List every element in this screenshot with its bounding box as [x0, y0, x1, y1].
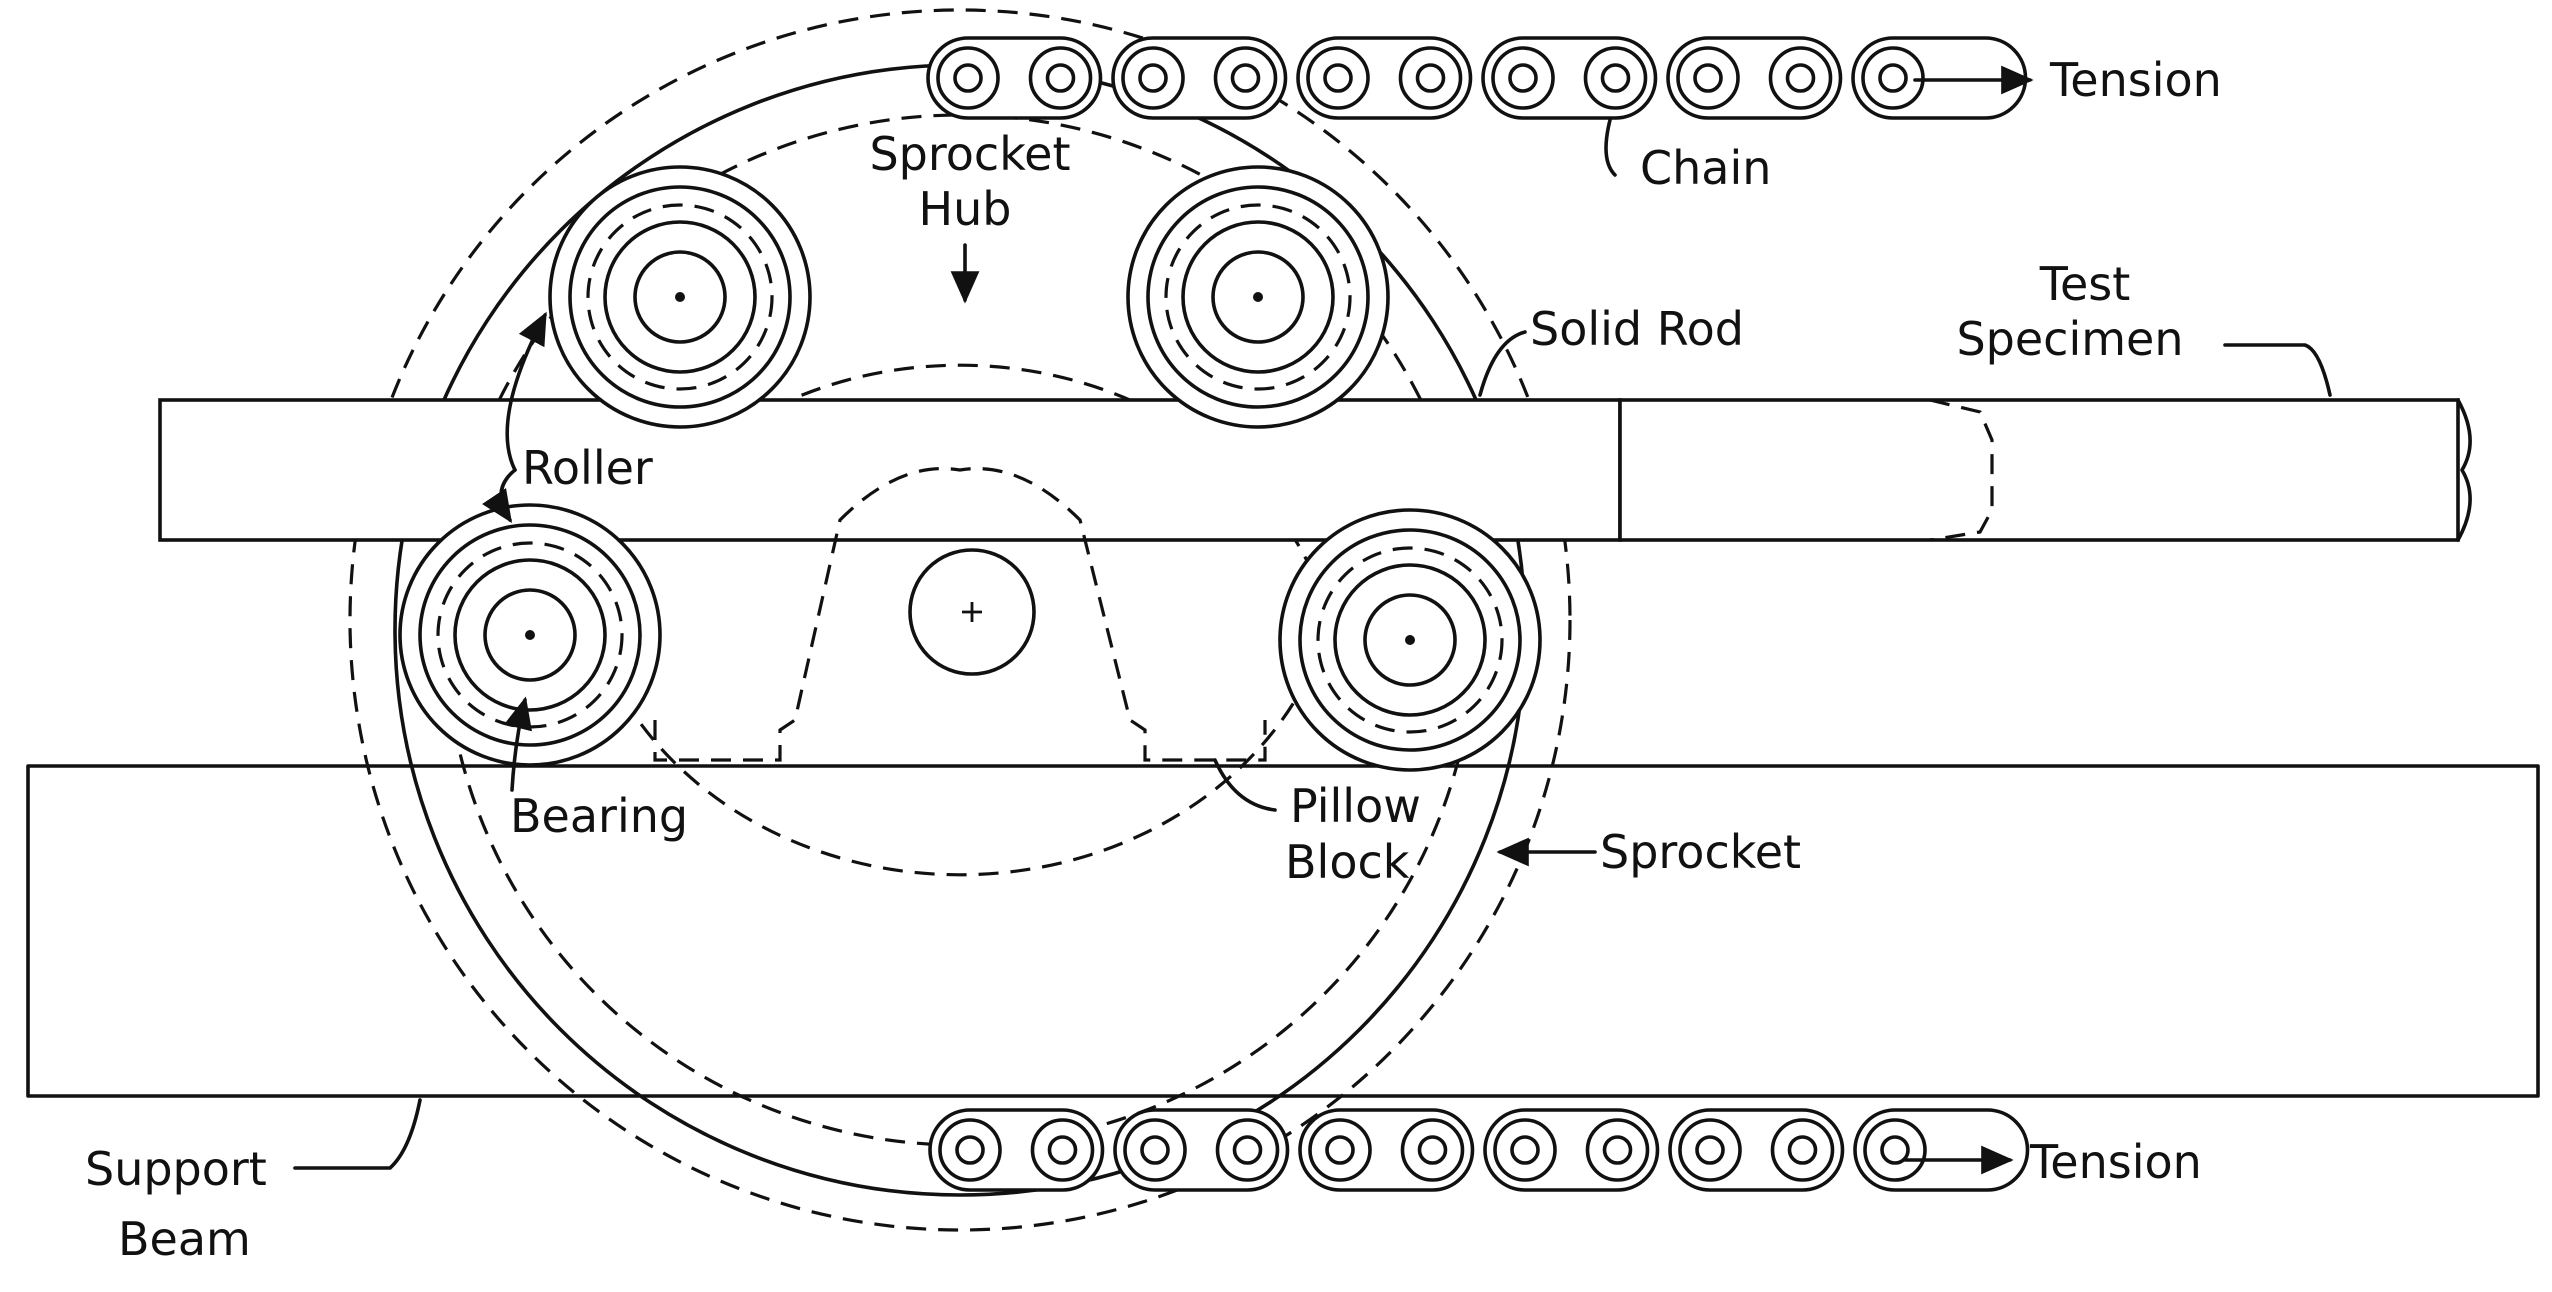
chain-roller	[936, 46, 1000, 110]
pillow-block	[653, 467, 1267, 762]
chain-roller	[1768, 46, 1833, 110]
chain-pin	[1602, 1135, 1633, 1165]
test-specimen	[1618, 398, 2460, 542]
hub-center	[908, 548, 1036, 676]
test-specimen-label-line2: Specimen	[1956, 312, 2183, 366]
roller-leader-up	[505, 311, 547, 472]
chain-link-plate	[1666, 36, 1843, 120]
chain-pin	[1510, 1135, 1540, 1165]
chain-roller	[1215, 1118, 1280, 1182]
chain-link-plate	[1298, 1108, 1475, 1192]
sprocket-outline-dashed	[348, 8, 1572, 1232]
chain-roller	[938, 1118, 1002, 1182]
support-beam-leader	[293, 1098, 422, 1170]
tension-top-label: Tension	[2049, 53, 2222, 107]
chain-pin	[1232, 1135, 1263, 1165]
chain-roller	[1121, 46, 1185, 110]
chain-pin	[1230, 63, 1261, 93]
chain-pin	[1045, 63, 1076, 93]
chain-link-plate	[926, 36, 1103, 120]
chain-roller	[1398, 46, 1463, 110]
chain-pin	[1047, 1135, 1078, 1165]
chain-pin	[1785, 63, 1816, 93]
chain-pin	[1878, 63, 1908, 93]
test-specimen-label-line1: Test	[2039, 257, 2131, 311]
roller-bottom-right	[1278, 508, 1542, 772]
chain-roller	[1585, 1118, 1650, 1182]
specimen-end-break	[2456, 398, 2472, 542]
tension-bottom-label: Tension	[2029, 1135, 2202, 1189]
chain-pin	[1138, 63, 1168, 93]
chain-roller	[1213, 46, 1278, 110]
solid-rod-leader	[1478, 330, 1527, 397]
hub-center-mark	[962, 602, 982, 622]
sprocket-hub-label-line1: Sprocket	[869, 127, 1070, 181]
chain-roller	[1028, 46, 1093, 110]
test-specimen-leader	[2223, 343, 2332, 397]
chain-roller	[1583, 46, 1648, 110]
chain-pin	[1787, 1135, 1818, 1165]
chain-bottom	[928, 1108, 2030, 1192]
specimen-grip-dashed	[1929, 398, 1994, 542]
chain-link-plate	[1483, 1108, 1660, 1192]
chain-roller	[1491, 46, 1555, 110]
sprocket-label: Sprocket	[1600, 825, 1801, 879]
chain-link-plate	[928, 1108, 1105, 1192]
chain-roller	[1123, 1118, 1187, 1182]
chain-pin	[1508, 63, 1538, 93]
roller-top-left	[548, 165, 812, 429]
pillow-block-label-line2: Block	[1285, 835, 1410, 889]
support-beam-label-line1: Support	[85, 1142, 267, 1196]
support-beam-label-line2: Beam	[118, 1212, 251, 1266]
roller-leader-down	[482, 468, 517, 523]
chain-pin	[1600, 63, 1631, 93]
roller-bottom-left	[398, 503, 662, 767]
chain-pin	[1693, 63, 1723, 93]
sprocket-hub-label-line2: Hub	[919, 182, 1012, 236]
chain-roller	[1306, 46, 1370, 110]
chain-pin	[1695, 1135, 1725, 1165]
chain-pin	[1140, 1135, 1170, 1165]
chain-roller	[1030, 1118, 1095, 1182]
chain-top	[926, 36, 2028, 120]
chain-roller	[1308, 1118, 1372, 1182]
chain-pin	[953, 63, 983, 93]
chain-pin	[1417, 1135, 1448, 1165]
chain-roller	[1400, 1118, 1465, 1182]
chain-link-plate	[1481, 36, 1658, 120]
support-beam	[26, 764, 2540, 1098]
chain-roller	[1863, 1118, 1927, 1182]
chain-label: Chain	[1640, 141, 1771, 195]
chain-roller	[1770, 1118, 1835, 1182]
chain-link-plate	[1668, 1108, 1845, 1192]
chain-roller	[1861, 46, 1925, 110]
chain-pin	[1415, 63, 1446, 93]
bearing-label: Bearing	[510, 789, 688, 843]
chain-roller	[1676, 46, 1740, 110]
pillow-block-leader	[1213, 758, 1277, 812]
chain-leader	[1604, 118, 1617, 177]
bearing-leader	[504, 696, 532, 792]
chain-pin	[955, 1135, 985, 1165]
chain-roller	[1678, 1118, 1742, 1182]
chain-link-plate	[1111, 36, 1288, 120]
pillow-block-label-line1: Pillow	[1290, 779, 1421, 833]
roller-label: Roller	[522, 441, 653, 495]
chain-pin	[1323, 63, 1353, 93]
chain-pin	[1880, 1135, 1910, 1165]
chain-link-plate	[1113, 1108, 1290, 1192]
chain-roller	[1493, 1118, 1557, 1182]
solid-rod-label: Solid Rod	[1530, 302, 1744, 356]
chain-pin	[1325, 1135, 1355, 1165]
roller-top-right	[1126, 165, 1390, 429]
chain-link-plate	[1296, 36, 1473, 120]
